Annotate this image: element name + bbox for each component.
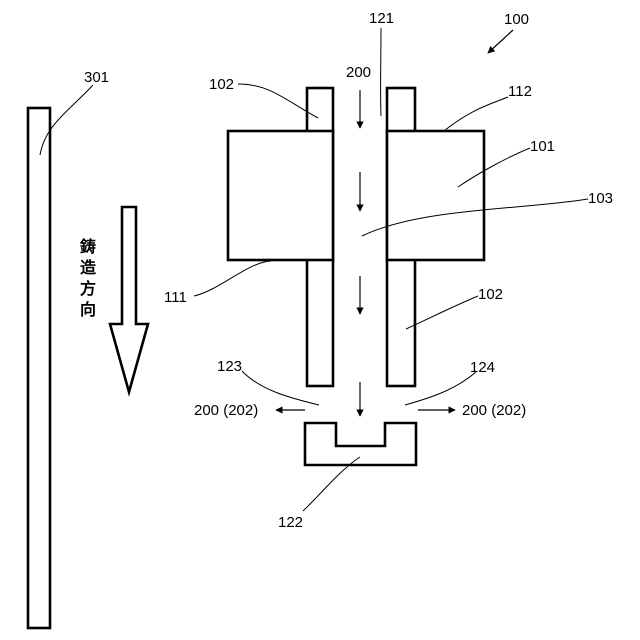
casting-direction-char-3: 方 bbox=[80, 279, 96, 298]
label-121: 121 bbox=[369, 10, 394, 27]
label-123: 123 bbox=[217, 358, 242, 375]
label-112: 112 bbox=[508, 83, 532, 100]
leader-112 bbox=[444, 97, 508, 131]
label-102-top: 102 bbox=[209, 76, 234, 93]
mold-block-left bbox=[228, 131, 333, 260]
label-200-left: 200 (202) bbox=[194, 402, 258, 419]
leader-111 bbox=[194, 261, 271, 296]
label-103: 103 bbox=[588, 190, 613, 207]
label-301: 301 bbox=[84, 69, 109, 86]
casting-direction-char-2: 造 bbox=[80, 258, 97, 277]
label-111: 111 bbox=[164, 289, 187, 306]
casting-direction-arrow bbox=[110, 207, 148, 392]
receiver-cup bbox=[305, 423, 416, 465]
label-100: 100 bbox=[504, 11, 529, 28]
label-200-right: 200 (202) bbox=[462, 402, 526, 419]
label-102-bottom: 102 bbox=[478, 286, 503, 303]
label-200-top: 200 bbox=[346, 64, 371, 81]
casting-direction-char-1: 鋳 bbox=[80, 237, 96, 256]
leader-102-bottom bbox=[406, 296, 478, 329]
label-122: 122 bbox=[278, 514, 303, 531]
casting-direction-char-4: 向 bbox=[80, 300, 96, 319]
mold-block-right bbox=[387, 131, 484, 260]
device-arrow bbox=[488, 30, 513, 53]
strand-bar bbox=[28, 108, 50, 628]
label-101: 101 bbox=[530, 138, 555, 155]
label-124: 124 bbox=[470, 359, 495, 376]
